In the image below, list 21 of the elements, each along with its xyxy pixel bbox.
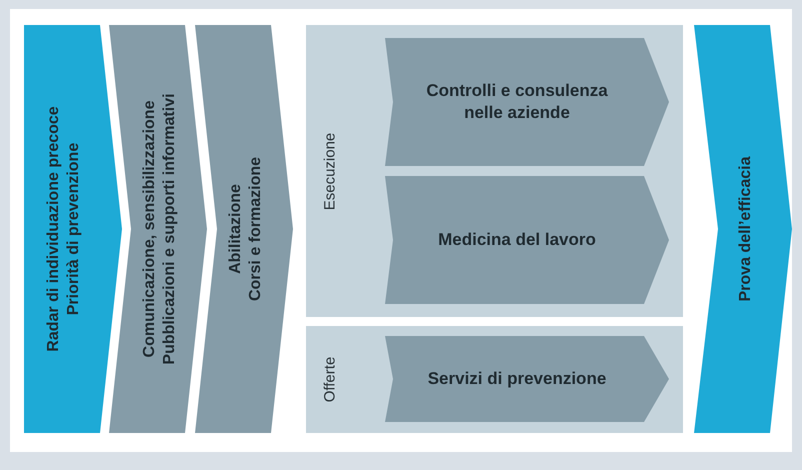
chevron-label: Prova dell’efficacia [736, 156, 755, 302]
step-panel [195, 25, 293, 433]
activity-panel [385, 176, 669, 304]
chevron-label: Medicina del lavoro [438, 229, 596, 251]
band-label: Esecuzione [321, 132, 338, 210]
chevron-label: Controlli e consulenza nelle aziende [425, 80, 609, 124]
chevron-label: Radar di individuazione precoce [44, 106, 63, 352]
step-panel [24, 25, 122, 433]
chevron-label: Comunicazione, sensibilizzazione [140, 100, 159, 358]
band-label: Offerte [321, 356, 338, 402]
activity-panel [385, 336, 669, 422]
chevron-label: Servizi di prevenzione [428, 368, 606, 390]
activity-panel [385, 38, 669, 166]
chevron-label: Corsi e formazione [246, 156, 265, 302]
group-band [306, 326, 683, 433]
step-panel [694, 25, 792, 433]
chevron-label: Abilitazione [226, 184, 245, 274]
chevron-label: Priorità di prevenzione [64, 142, 83, 316]
step-panel [109, 25, 207, 433]
chevron-label: Pubblicazioni e supporti informativi [160, 93, 179, 365]
group-band [306, 25, 683, 317]
